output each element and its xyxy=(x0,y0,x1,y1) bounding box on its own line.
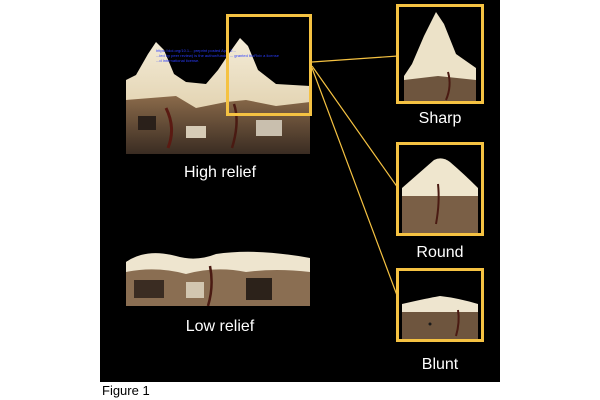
round-tooth-image xyxy=(398,144,482,234)
watermark-line-1: https://doi.org/10.1... preprint posted … xyxy=(156,48,236,53)
watermark-line-3: ...d International license. xyxy=(156,58,200,63)
connector-lines xyxy=(311,55,399,299)
watermark-line-2: ...ied by peer review) is the author/fun… xyxy=(156,53,279,58)
blunt-label: Blunt xyxy=(421,356,459,373)
sharp-label: Sharp xyxy=(418,110,462,127)
sharp-photo xyxy=(398,6,482,102)
blunt-tooth-image xyxy=(398,270,482,340)
preprint-watermark-text: https://doi.org/10.1... preprint posted … xyxy=(156,48,279,63)
connector-round xyxy=(311,65,399,189)
round-label: Round xyxy=(416,244,464,261)
round-frame xyxy=(396,142,484,236)
sharp-frame xyxy=(396,4,484,104)
high-relief-photo xyxy=(126,30,310,154)
connector-blunt xyxy=(311,67,399,299)
low-relief-teeth-image xyxy=(126,244,310,306)
round-photo xyxy=(398,144,482,234)
high-relief-teeth-image xyxy=(126,30,310,154)
low-relief-photo xyxy=(126,244,310,306)
high-relief-label: High relief xyxy=(183,164,257,181)
blunt-frame xyxy=(396,268,484,342)
sharp-tooth-image xyxy=(398,6,482,102)
highlight-frame xyxy=(226,14,312,116)
connector-sharp xyxy=(311,55,399,63)
figure-caption: Figure 1 xyxy=(100,382,500,400)
blunt-photo xyxy=(398,270,482,340)
figure-panel: https://doi.org/10.1... preprint posted … xyxy=(100,0,500,382)
low-relief-label: Low relief xyxy=(185,318,255,335)
